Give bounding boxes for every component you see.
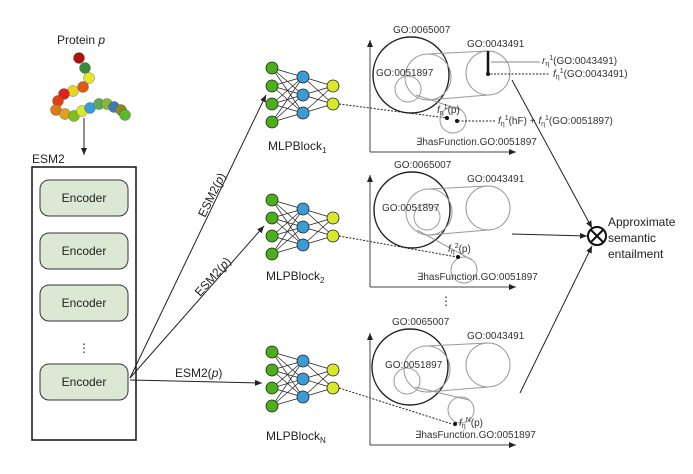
neuron <box>265 247 279 261</box>
amino-acid-bead <box>119 109 131 121</box>
neuron <box>326 211 340 225</box>
esm2-box <box>31 166 137 441</box>
go-label-c: GO:0051897 <box>382 203 440 214</box>
svg-text:Encoder: Encoder <box>62 191 107 205</box>
go-label-b: GO:0043491 <box>467 39 525 50</box>
neuron <box>296 202 310 216</box>
neuron <box>326 97 340 111</box>
mlp-label-2: MLPBlock2 <box>266 269 325 285</box>
neuron <box>296 70 310 84</box>
mlp-label-1: MLPBlock1 <box>268 139 327 155</box>
edge-to-mlpN <box>129 379 263 386</box>
encoder-2: Encoder <box>39 232 129 270</box>
center-annotation: fη1(GO:0043491) <box>553 68 628 81</box>
svg-text:Encoder: Encoder <box>62 375 107 389</box>
neuron <box>265 97 279 111</box>
edge-to-mlp1 <box>129 94 267 379</box>
neuron <box>265 399 279 413</box>
edge-label-2: ESM2(p) <box>192 254 234 299</box>
neuron <box>265 61 279 75</box>
neuron <box>265 193 279 207</box>
embedding-label: fη1(p) <box>437 104 460 117</box>
go-label-a: GO:0065007 <box>394 160 452 171</box>
neuron <box>296 354 310 368</box>
neuron <box>265 363 279 377</box>
neuron <box>326 363 340 377</box>
embedding-label: fη2(p) <box>448 243 471 256</box>
panel-ellipsis: ⋮ <box>440 294 452 308</box>
output-line-1: Approximate <box>608 215 676 229</box>
go-label-b: GO:0043491 <box>467 331 525 342</box>
go-label-a: GO:0065007 <box>393 25 451 36</box>
go-label-c: GO:0051897 <box>385 360 443 371</box>
neuron <box>296 220 310 234</box>
esm2-title: ESM2 <box>32 152 65 166</box>
neuron <box>265 79 279 93</box>
mlp-block-2 <box>265 193 458 261</box>
amino-acid-bead <box>79 62 91 74</box>
neuron <box>265 211 279 225</box>
edge-to-mlp2 <box>129 225 265 379</box>
neuron <box>296 372 310 386</box>
neuron <box>296 390 310 404</box>
exists-label: ∃hasFunction.GO:0051897 <box>415 430 536 441</box>
sum-annotation: fη1(hF) + fη1(GO:0051897) <box>498 115 613 128</box>
neuron <box>296 238 310 252</box>
encoder-ellipsis: ⋮ <box>78 341 90 355</box>
neuron <box>296 88 310 102</box>
neuron <box>326 381 340 395</box>
edge-label-1: ESM2(p) <box>195 171 228 220</box>
neuron <box>265 381 279 395</box>
encoder-4: Encoder <box>39 363 129 401</box>
exists-label: ∃hasFunction.GO:0051897 <box>417 272 538 283</box>
radius-annotation: rη1(GO:0043491) <box>542 55 617 68</box>
panel2-to-output-arrow <box>511 232 588 239</box>
amino-acid-bead <box>83 72 95 84</box>
edge-label-3: ESM2(p) <box>175 366 222 380</box>
amino-acid-bead <box>77 81 89 93</box>
mlp-block-1 <box>265 61 448 129</box>
protein-label: Protein p <box>57 33 105 47</box>
neuron <box>265 229 279 243</box>
neuron <box>296 106 310 120</box>
mlp-block-N <box>265 345 453 425</box>
mlp-label-N: MLPBlockN <box>266 429 326 445</box>
neuron <box>326 229 340 243</box>
exists-label: ∃hasFunction.GO:0051897 <box>416 137 537 148</box>
embedding-label: fηN(p) <box>459 417 483 430</box>
amino-acid-bead <box>73 52 85 64</box>
neuron <box>265 345 279 359</box>
protein-chain <box>50 52 131 122</box>
go-label-c: GO:0051897 <box>376 68 434 79</box>
svg-text:Encoder: Encoder <box>62 296 107 310</box>
neuron <box>265 115 279 129</box>
go-label-a: GO:0065007 <box>392 317 450 328</box>
neuron <box>326 79 340 93</box>
svg-text:Encoder: Encoder <box>62 244 107 258</box>
output-line-2: semantic <box>608 231 656 245</box>
panel1-to-output-arrow <box>511 79 593 229</box>
output-line-3: entailment <box>608 247 664 261</box>
otimes-icon <box>587 226 607 246</box>
panelN-to-output-arrow <box>519 245 593 394</box>
go-label-b: GO:0043491 <box>467 174 525 185</box>
encoder-1: Encoder <box>39 179 129 217</box>
encoder-3: Encoder <box>39 284 129 322</box>
